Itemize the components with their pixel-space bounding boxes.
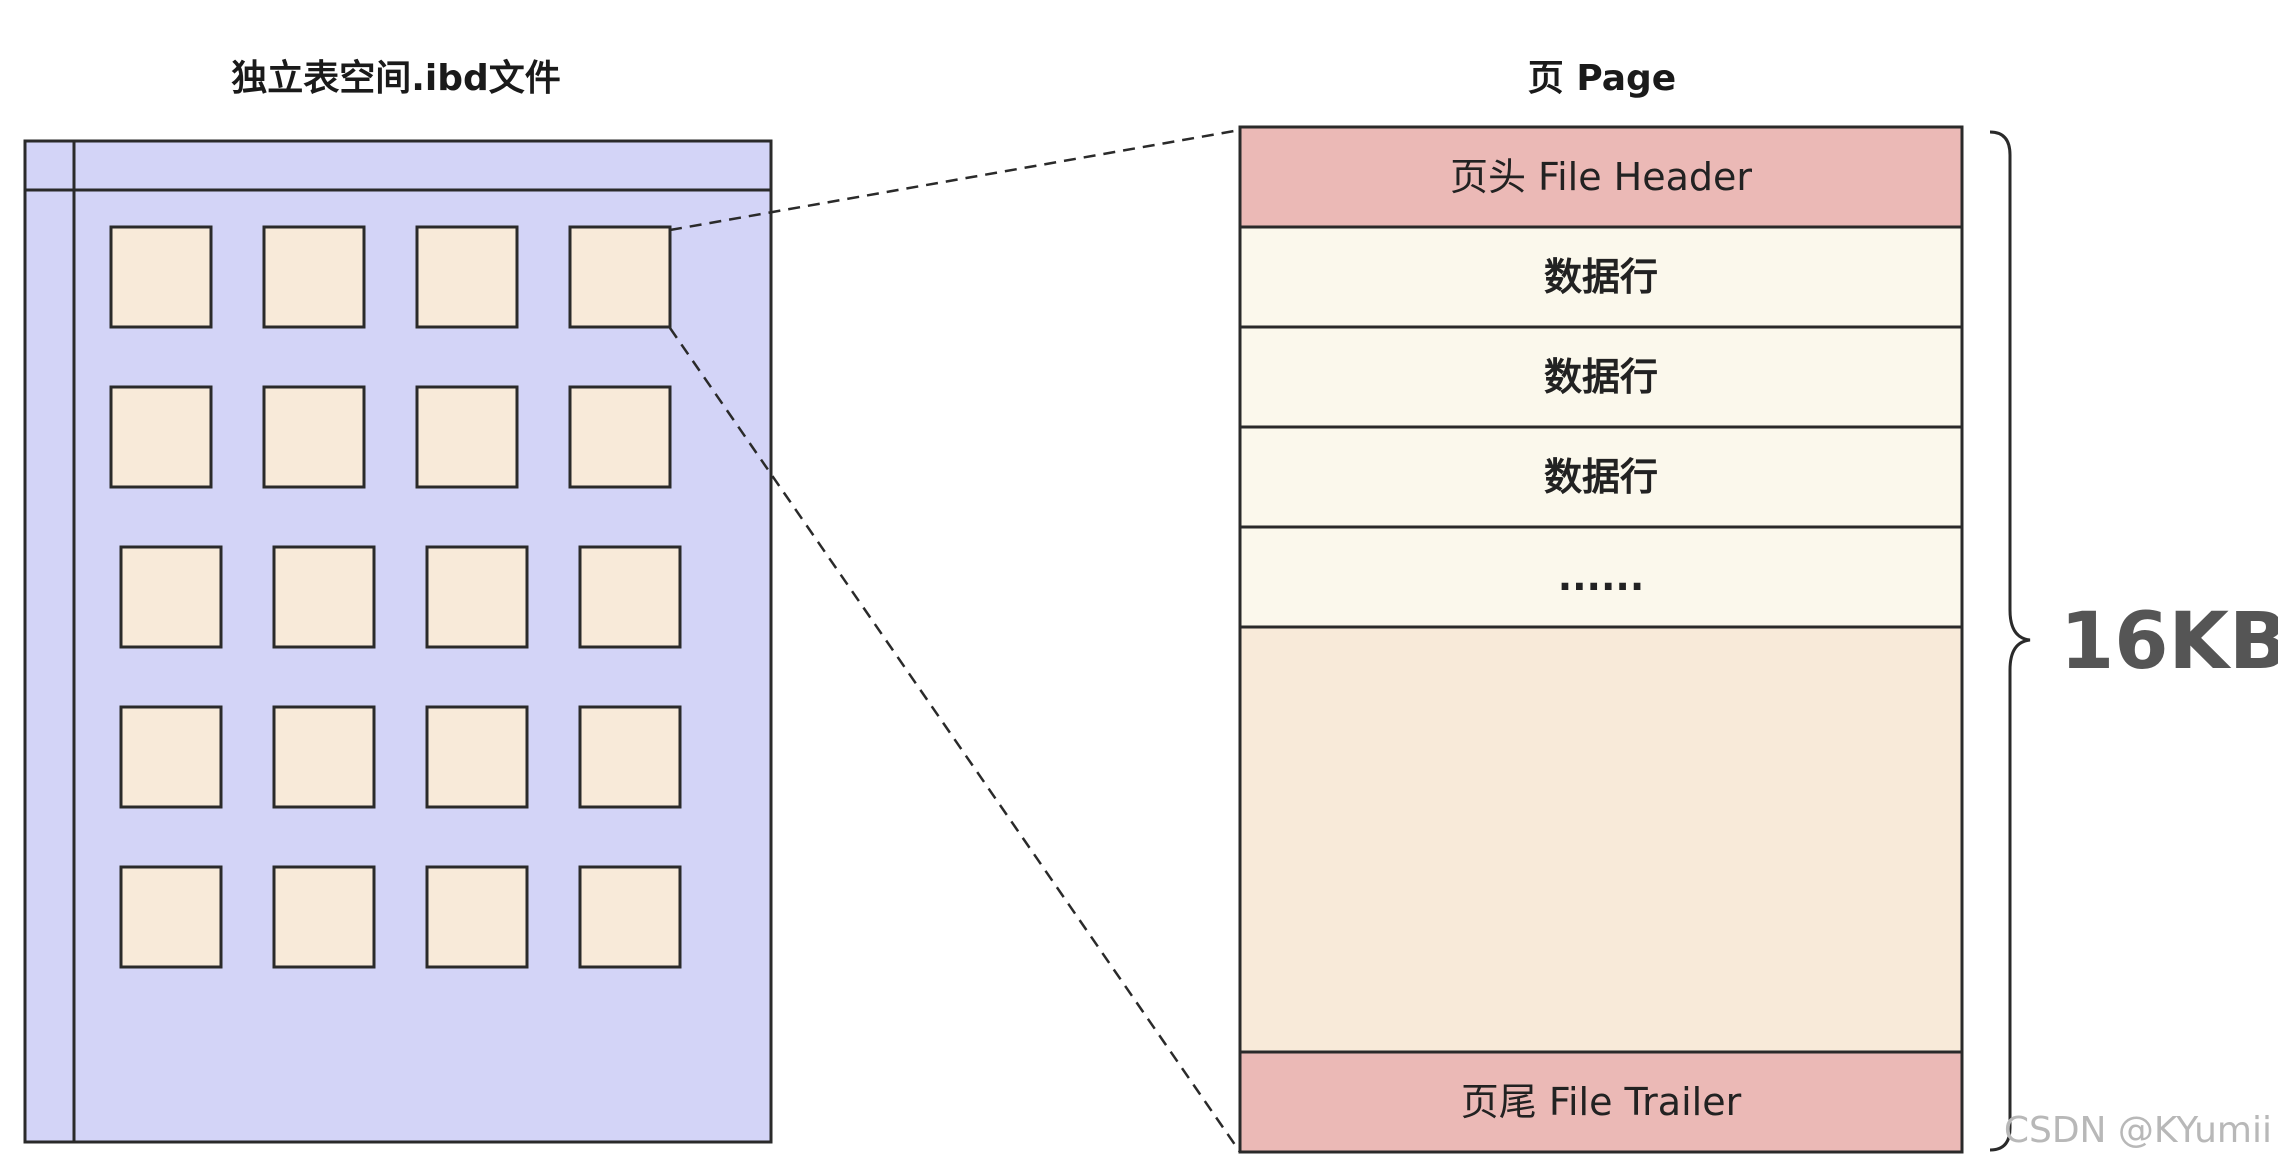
page-data-row-3 bbox=[1238, 425, 1964, 529]
page-block-2-2 bbox=[262, 385, 366, 489]
page-data-row-ellipsis-label: ...... bbox=[1558, 555, 1645, 599]
file-title: 独立表空间.ibd文件 bbox=[231, 58, 561, 99]
page-block-1-2 bbox=[262, 225, 366, 329]
page-block-4-3 bbox=[425, 705, 529, 809]
page-block-3-4 bbox=[578, 545, 682, 649]
page-file-trailer bbox=[1238, 1050, 1964, 1154]
page-file-trailer-label: 页尾 File Trailer bbox=[1461, 1080, 1742, 1124]
page-block-2-4 bbox=[568, 385, 672, 489]
page-block-5-1 bbox=[119, 865, 223, 969]
page-data-row-3-label: 数据行 bbox=[1544, 455, 1658, 499]
page-block-3-2 bbox=[272, 545, 376, 649]
page-block-2-1 bbox=[109, 385, 213, 489]
page-data-row-2-label: 数据行 bbox=[1544, 355, 1658, 399]
page-data-row-ellipsis bbox=[1238, 525, 1964, 629]
size-brace bbox=[1989, 130, 2031, 1152]
page-block-1-4 bbox=[568, 225, 672, 329]
page-block-4-2 bbox=[272, 705, 376, 809]
page-block-3-1 bbox=[119, 545, 223, 649]
page-size-label: 16KB bbox=[2060, 597, 2278, 687]
page-block-4-1 bbox=[119, 705, 223, 809]
page-data-row-1-label: 数据行 bbox=[1544, 255, 1658, 299]
page-block-5-4 bbox=[578, 865, 682, 969]
page-free-space bbox=[1238, 625, 1964, 1054]
page-block-4-4 bbox=[578, 705, 682, 809]
page-data-row-2 bbox=[1238, 325, 1964, 429]
page-block-1-1 bbox=[109, 225, 213, 329]
zoom-connector-top bbox=[669, 128, 1241, 232]
page-block-3-3 bbox=[425, 545, 529, 649]
tablespace-file: 独立表空间.ibd文件 bbox=[23, 58, 773, 1144]
zoom-connector-bottom bbox=[668, 327, 1242, 1153]
page-structure: 页 Page 页头 File Header 数据行 数据行 数据行 ......… bbox=[1238, 58, 2278, 1154]
page-file-header-label: 页头 File Header bbox=[1450, 155, 1752, 199]
page-block-5-2 bbox=[272, 865, 376, 969]
page-block-2-3 bbox=[415, 385, 519, 489]
page-block-1-3 bbox=[415, 225, 519, 329]
page-block-grid bbox=[109, 225, 682, 969]
page-title: 页 Page bbox=[1528, 58, 1676, 99]
page-block-5-3 bbox=[425, 865, 529, 969]
page-file-header bbox=[1238, 125, 1964, 229]
watermark: CSDN @KYumii bbox=[2004, 1110, 2272, 1151]
